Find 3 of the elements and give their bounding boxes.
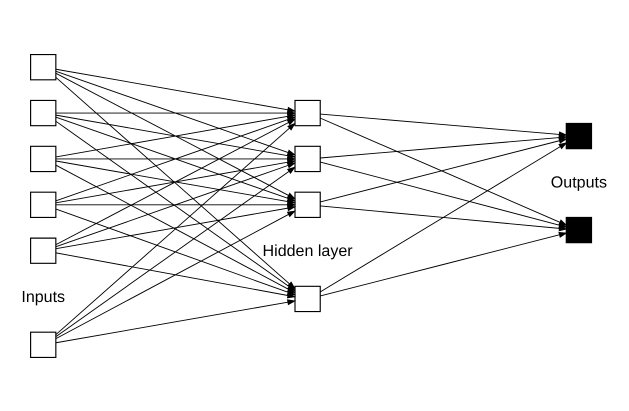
label: Hidden layer [262,242,353,260]
label: Outputs [550,172,607,191]
label: Inputs [21,288,66,306]
